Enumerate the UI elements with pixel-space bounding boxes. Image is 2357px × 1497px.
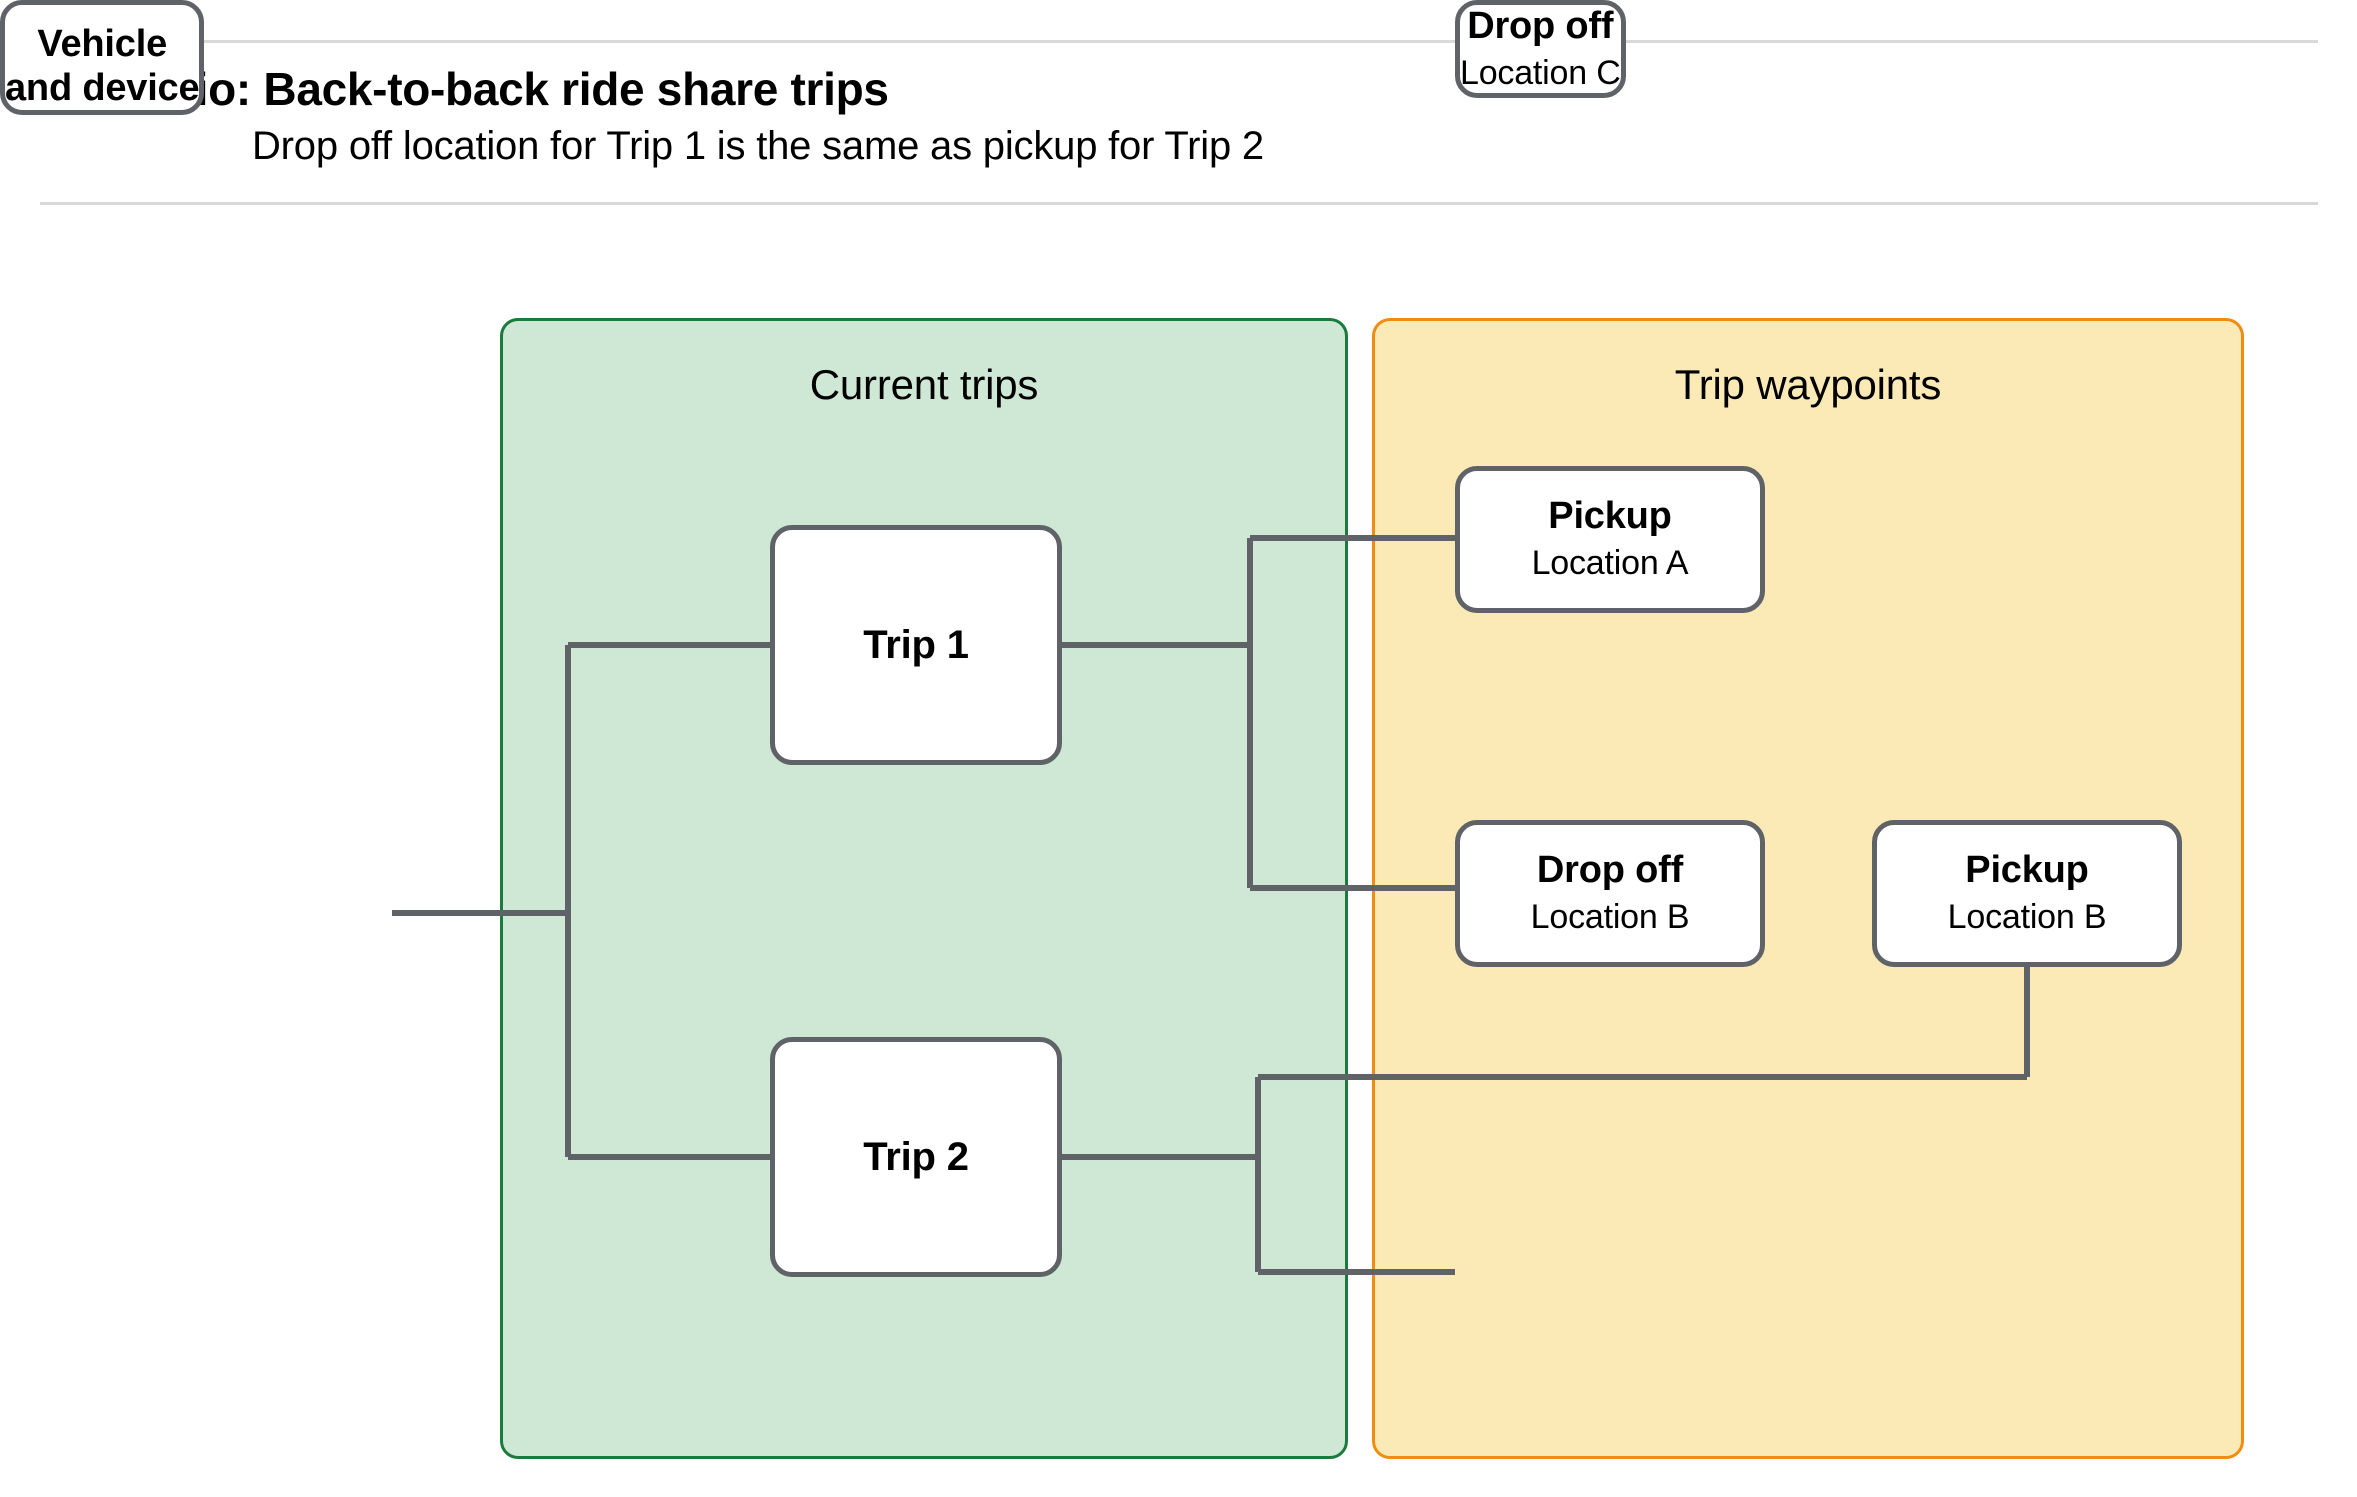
node-vehicle-and-device[interactable]: Vehicle and device [0, 0, 205, 116]
header-divider-top [40, 40, 2318, 43]
header-divider-bottom [40, 202, 2318, 205]
panel-current-trips: Current trips [500, 318, 1348, 1459]
trip-2-label: Trip 2 [863, 1135, 969, 1179]
vehicle-label-line-2: and device [5, 66, 200, 109]
node-trip-1[interactable]: Trip 1 [770, 525, 1062, 765]
waypoint-type: Drop off [1536, 849, 1684, 892]
waypoint-location: Location B [1947, 897, 2107, 936]
node-waypoint-pickup-a[interactable]: Pickup Location A [1455, 466, 1765, 613]
panel-trip-waypoints-title: Trip waypoints [1674, 361, 1942, 408]
node-waypoint-dropoff-b[interactable]: Drop off Location B [1455, 820, 1765, 967]
vehicle-label-line-1: Vehicle [37, 23, 167, 65]
trip-1-label: Trip 1 [863, 623, 969, 667]
panel-current-trips-title: Current trips [809, 361, 1039, 408]
node-waypoint-pickup-b[interactable]: Pickup Location B [1872, 820, 2182, 967]
waypoint-location: Location B [1530, 897, 1690, 936]
node-waypoint-dropoff-c[interactable]: Drop off Location C [1455, 0, 1626, 99]
waypoint-type: Pickup [1965, 849, 2089, 892]
waypoint-type: Pickup [1548, 495, 1672, 538]
waypoint-location: Location A [1531, 543, 1689, 582]
page-subtitle: Drop off location for Trip 1 is the same… [252, 124, 1264, 168]
node-trip-2[interactable]: Trip 2 [770, 1037, 1062, 1277]
waypoint-type: Drop off [1467, 5, 1614, 47]
waypoint-location: Location C [1460, 53, 1621, 92]
